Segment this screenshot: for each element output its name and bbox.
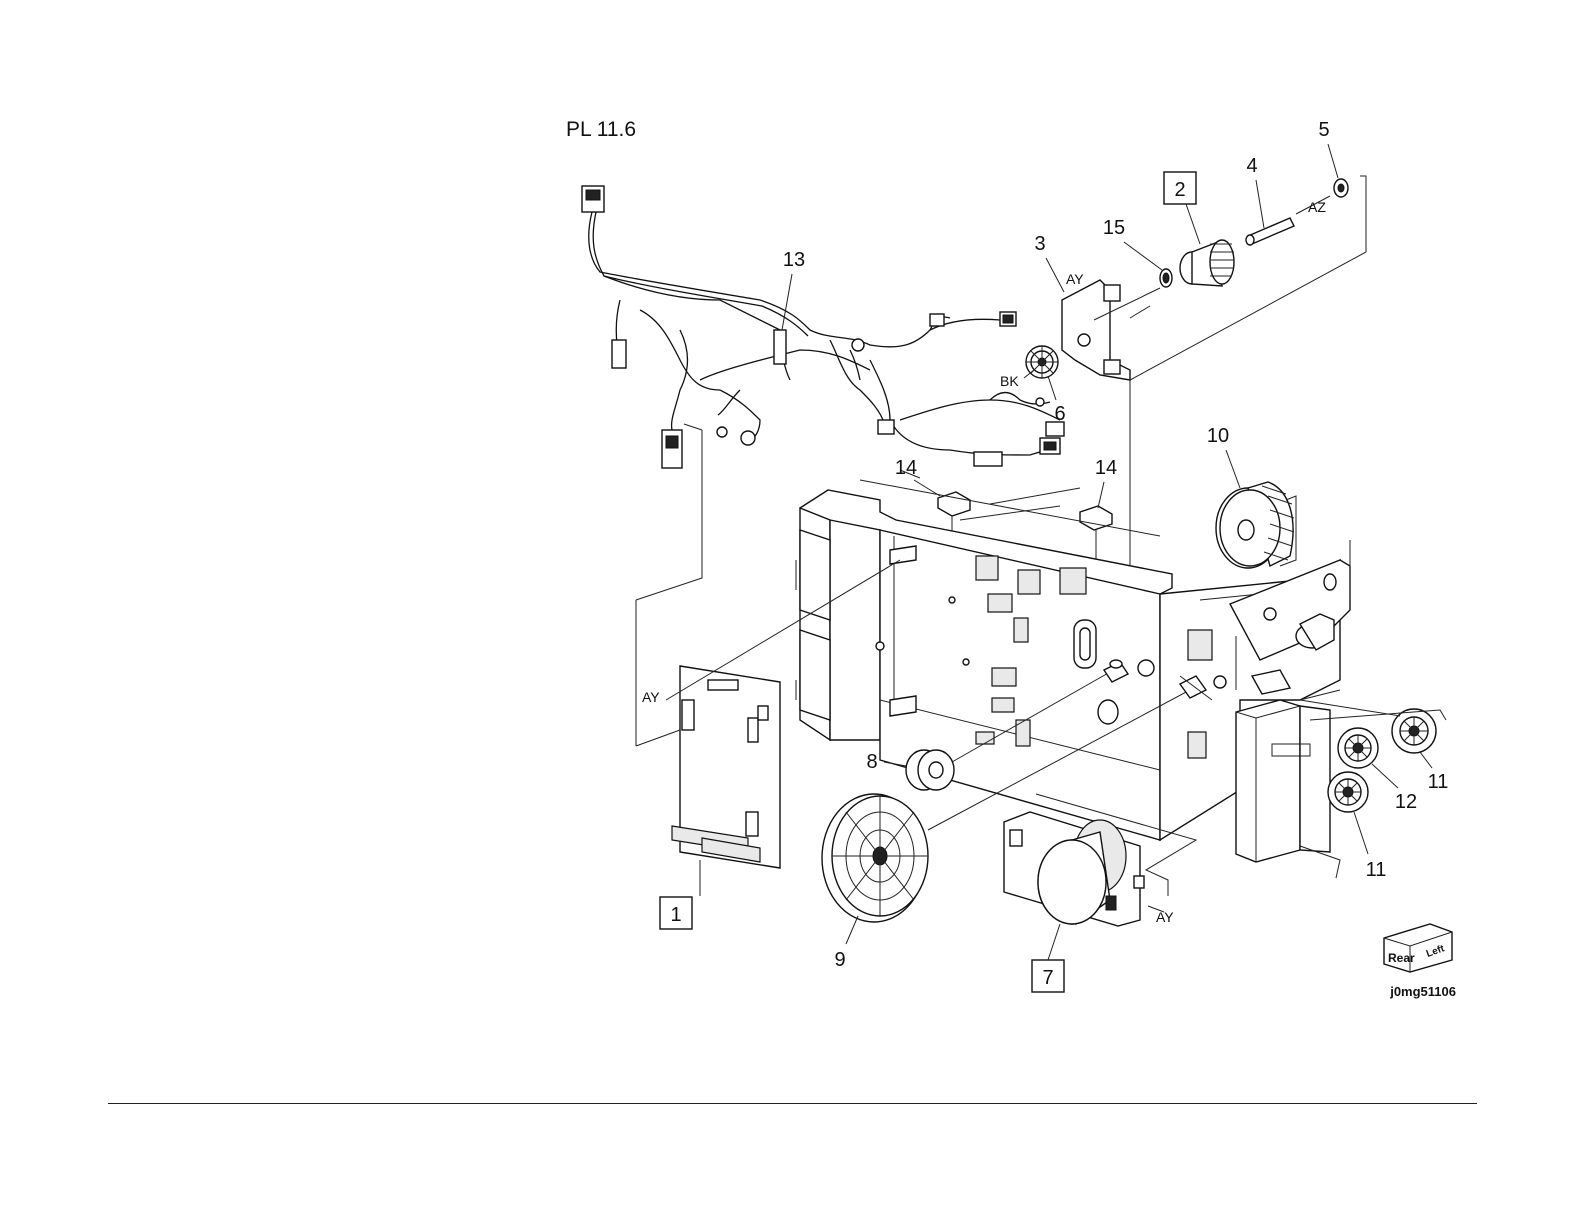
cube-rear-label: Rear [1388,951,1415,965]
wire-harness [582,186,1064,468]
callout-6: 6 [1054,403,1065,425]
callout-2: 2 [1174,179,1185,201]
image-code: j0mg51106 [1389,984,1456,999]
gear-10 [1216,482,1296,568]
orientation-cube: Rear Left [1384,924,1452,972]
callout-8: 8 [866,751,877,773]
callout-11-lower: 11 [1366,859,1387,881]
callout-9: 9 [834,949,845,971]
callout-1: 1 [670,904,681,926]
figure-title: PL 11.6 [566,118,636,141]
callout-11-upper: 11 [1428,771,1449,793]
callout-3: 3 [1034,233,1045,255]
callout-14-right: 14 [1095,457,1117,479]
callout-13: 13 [783,249,805,271]
ref-mark-bk-gear: BK [1000,373,1019,389]
callout-4: 4 [1246,155,1257,177]
callout-10: 10 [1207,425,1229,447]
ref-mark-ay-board: AY [642,689,660,705]
callout-15: 15 [1103,217,1125,239]
callout-7: 7 [1042,967,1053,989]
callout-14-left: 14 [895,457,917,479]
callout-5: 5 [1318,119,1329,141]
callout-12: 12 [1395,791,1417,813]
ref-mark-ay-motor: AY [1156,909,1174,925]
ref-mark-az-shaft: AZ [1308,199,1326,215]
ref-mark-ay-bracket: AY [1066,271,1084,287]
footer-divider [108,1103,1477,1104]
